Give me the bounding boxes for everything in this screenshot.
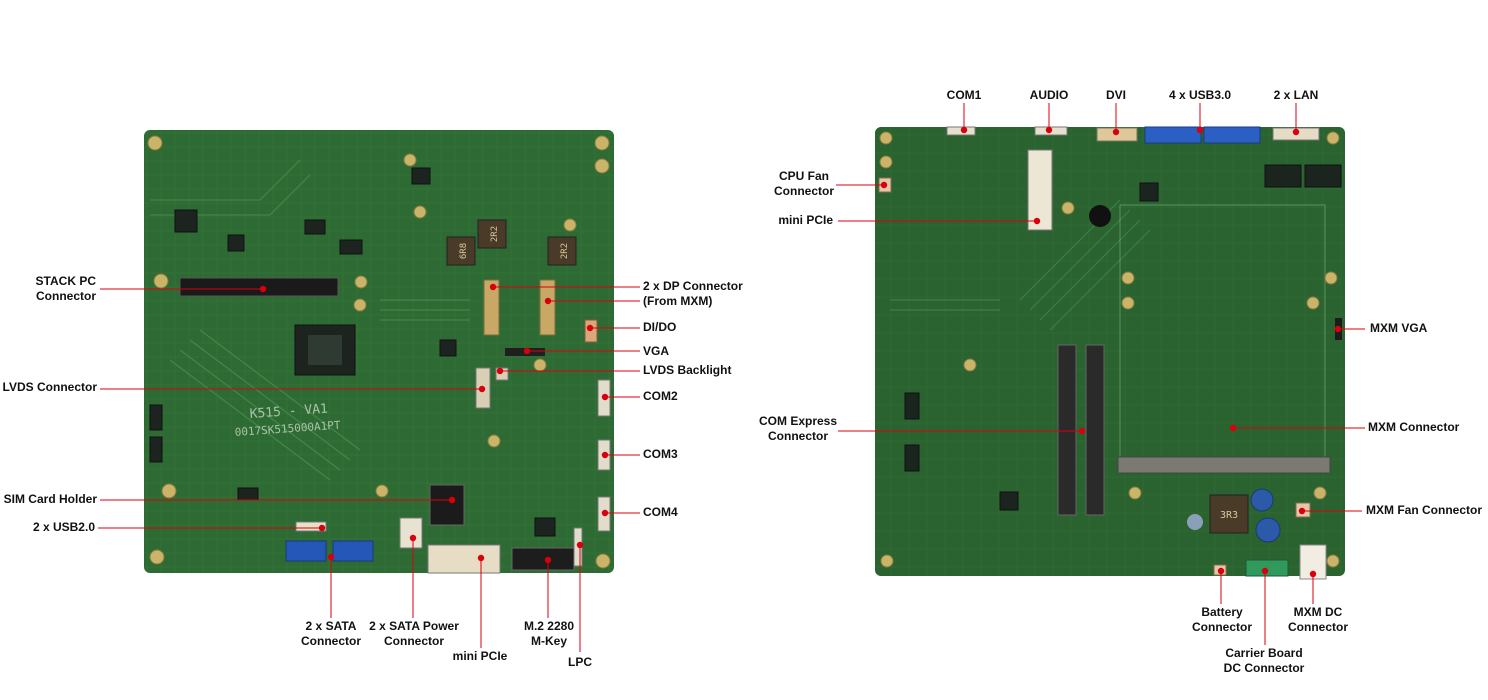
label-lan: 2 x LAN [1273,88,1319,102]
usb2-header [295,521,327,532]
front-board: 6R8 2R2 2R2 K515 - VA1 0017SK515000A1PT [144,130,614,574]
carrier-dc-connector [1245,559,1289,577]
leader-dot-mxm-dc [1309,570,1317,578]
label-dvi: DVI [1105,88,1126,102]
leader-dot-sata-pwr [409,534,417,542]
com-express-connector-2 [1085,344,1105,516]
label-lvds-connector: LVDS Connector [2,380,97,394]
label-mini-pcie-back: mini PCIe [778,213,833,227]
label-sim-card-holder: SIM Card Holder [3,492,97,506]
leader-dot-lan [1292,128,1300,136]
silk-model: K515 - VA1 [249,402,328,422]
leader-dot-mini-pcie-b [1033,217,1041,225]
leader-dot-vga [523,347,531,355]
leader-dot-usb2 [318,524,326,532]
label-lvds-backlight: LVDS Backlight [643,363,732,377]
leader-dot-lpc [576,541,584,549]
label-mxm-fan-connector: MXM Fan Connector [1366,503,1482,517]
mxm-connector [1117,456,1331,474]
label-com1: COM1 [946,88,982,102]
leader-dot-com4 [601,509,609,517]
leader-dot-com-express [1078,427,1086,435]
leader-dot-mini-pcie-f [477,554,485,562]
sata-power-connector [399,517,423,549]
leader-dot-com3 [601,451,609,459]
label-mxm-connector: MXM Connector [1368,420,1460,434]
com-express-connector-1 [1057,344,1077,516]
sata-connector-1 [285,540,327,562]
leader-dot-dvi [1112,128,1120,136]
leader-dot-dp-2 [544,297,552,305]
label-dp-connector: 2 x DP Connector(From MXM) [643,279,743,308]
leader-dot-mxm-vga [1334,325,1342,333]
back-mounting-holes [879,131,1340,568]
inductor-marking-1: 6R8 [459,243,469,259]
label-lpc: LPC [568,655,592,669]
mini-pcie-slot-back [1027,149,1053,231]
leader-dot-mxm-fan [1298,507,1306,515]
label-dido: DI/DO [643,320,677,334]
leader-dot-m2 [544,556,552,564]
dp-connector-2 [539,279,556,336]
label-mini-pcie-front: mini PCIe [452,649,508,663]
sata-connector-2 [332,540,374,562]
leader-dot-dp-1 [489,283,497,291]
leader-lines [98,103,1365,652]
usb3-connector-2 [1203,126,1261,144]
capacitor-3 [1187,514,1203,530]
stack-pc-connector [179,277,339,297]
capacitor-2 [1255,517,1281,543]
label-com3: COM3 [643,447,678,461]
leader-dot-lvds [478,385,486,393]
label-vga: VGA [643,344,670,358]
front-inductors: 6R8 2R2 2R2 [446,219,577,266]
leader-dot-cpu-fan [880,181,888,189]
m2-slot [511,547,575,571]
inductor-marking-back: 3R3 [1220,510,1238,521]
leader-dot-sata [327,553,335,561]
capacitor-1 [1250,488,1274,512]
label-usb3: 4 x USB3.0 [1168,88,1232,102]
sim-holder [429,484,465,526]
label-audio: AUDIO [1029,88,1069,102]
inductor-marking-2: 2R2 [490,226,500,242]
leader-dot-dido [586,324,594,332]
leader-dot-stack-pc [259,285,267,293]
buzzer [1089,205,1111,227]
leader-dot-carrier-dc [1261,567,1269,575]
back-chips [904,164,1342,511]
label-com4: COM4 [643,505,678,519]
leader-dot-com2 [601,393,609,401]
leader-dot-mxm-conn [1229,424,1237,432]
leader-dot-sim [448,496,456,504]
inductor-marking-3: 2R2 [560,243,570,259]
label-mxm-vga: MXM VGA [1370,321,1428,335]
mini-pcie-slot-front [427,544,501,574]
leader-dot-audio [1045,126,1053,134]
power-inductor [1209,494,1249,534]
leader-dot-lvds-bl [496,367,504,375]
dp-connector-1 [483,279,500,336]
usb3-connector-1 [1144,126,1202,144]
back-traces [890,199,1151,331]
label-com2: COM2 [643,389,678,403]
leader-dot-com1 [960,126,968,134]
front-mounting-holes [147,135,611,569]
leader-dot-usb3 [1196,126,1204,134]
label-usb2: 2 x USB2.0 [32,520,95,534]
back-board: 3R3 [875,126,1345,580]
leader-dot-battery [1217,567,1225,575]
